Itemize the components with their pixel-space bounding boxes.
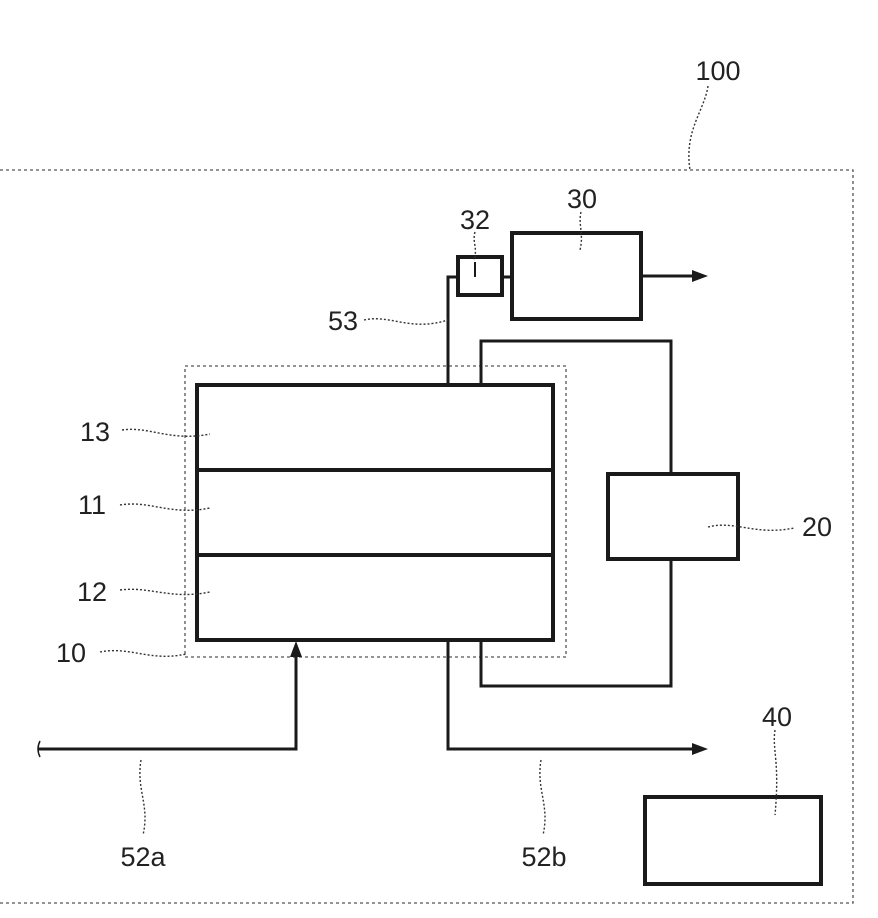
label-10: 10	[56, 638, 86, 668]
leader-53	[364, 319, 448, 324]
line-52a-pipe	[38, 656, 296, 749]
label-52b: 52b	[521, 842, 566, 872]
output-30-arrowhead	[692, 270, 708, 282]
label-32: 32	[460, 205, 490, 235]
layer-middle-box	[197, 470, 553, 555]
layer-bottom-box	[197, 555, 553, 640]
line-52a-arrowhead	[290, 641, 302, 657]
label-20: 20	[802, 512, 832, 542]
layer-top-box	[197, 385, 553, 470]
component-20-box	[608, 474, 738, 559]
label-100: 100	[695, 56, 740, 86]
leader-10	[100, 651, 186, 657]
label-40: 40	[762, 702, 792, 732]
leader-52b	[540, 760, 545, 835]
label-11: 11	[78, 490, 106, 520]
component-30-box	[512, 233, 641, 319]
leader-52a	[140, 760, 145, 835]
label-53: 53	[328, 306, 358, 336]
line-52b-arrowhead	[692, 743, 708, 755]
label-52a: 52a	[120, 842, 166, 872]
component-40-box	[645, 797, 821, 884]
component-32-box	[458, 257, 502, 295]
leader-100	[689, 86, 708, 170]
label-13: 13	[80, 417, 110, 447]
line-52b-pipe	[448, 640, 694, 749]
label-12: 12	[77, 577, 107, 607]
label-30: 30	[567, 184, 597, 214]
